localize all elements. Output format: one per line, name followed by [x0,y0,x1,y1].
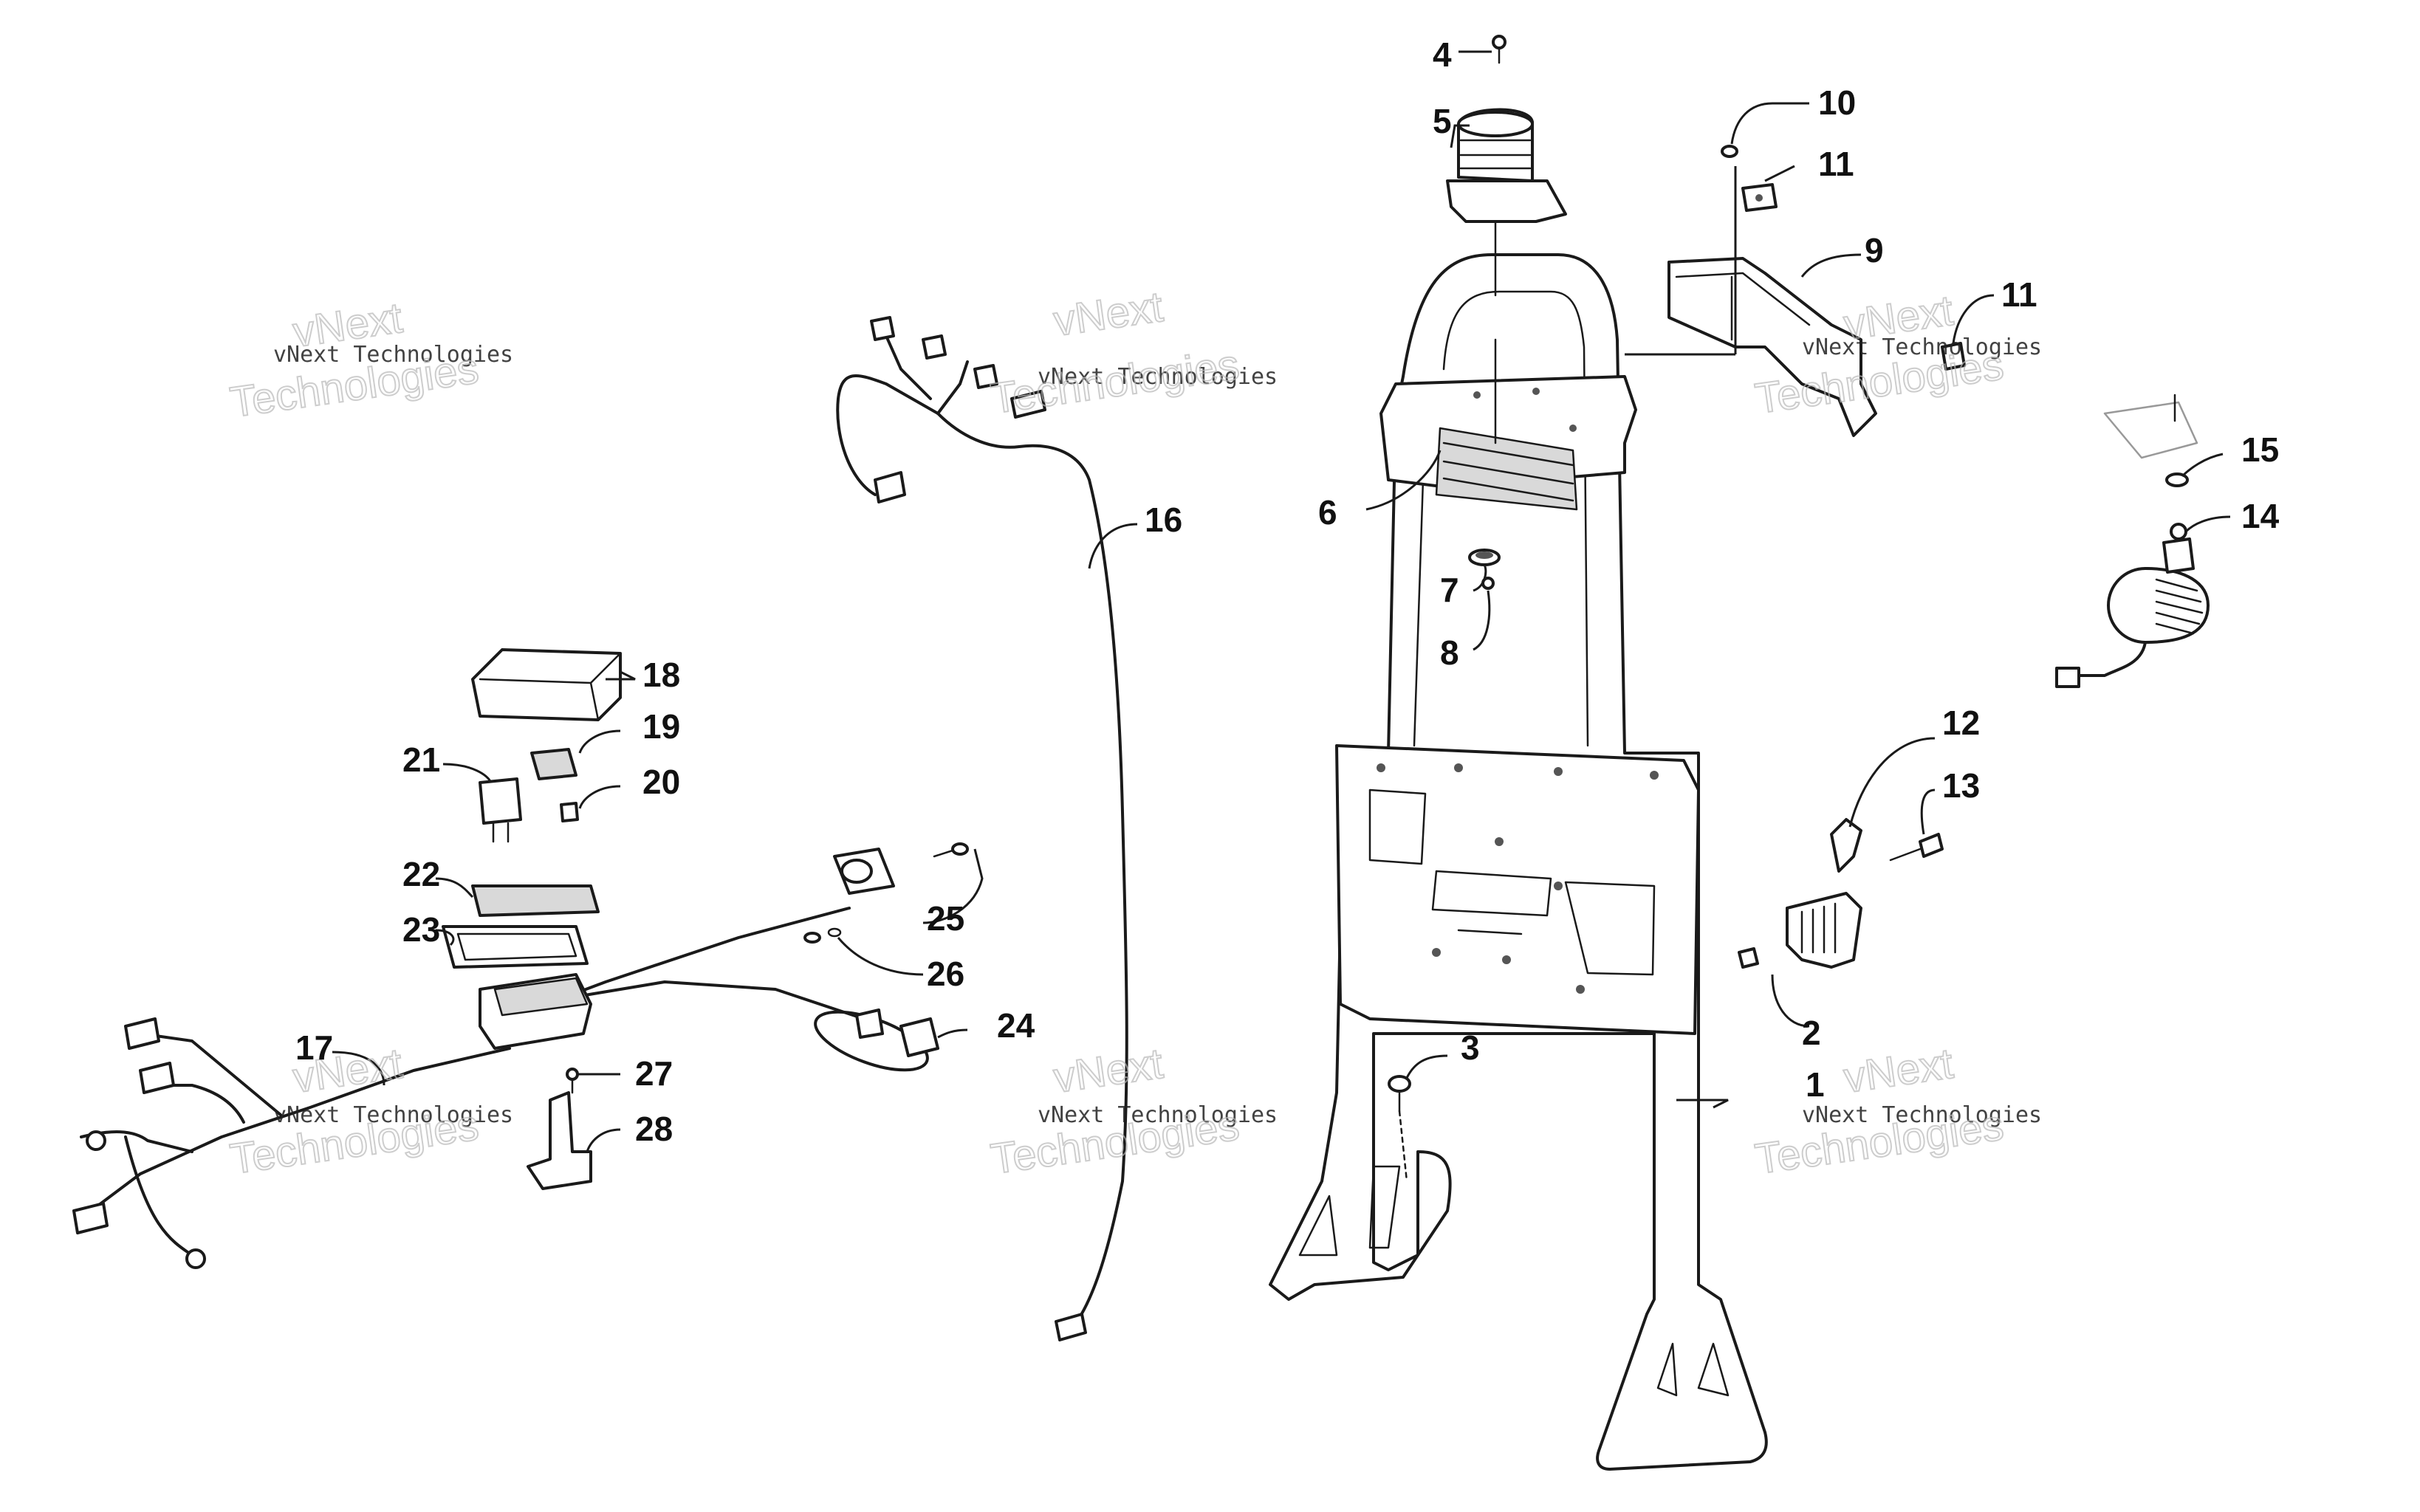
washer [2165,472,2189,487]
fuse-box-base [479,973,592,1050]
outlet-nut [803,927,842,944]
callout-3: 3 [1461,1028,1480,1067]
svg-text:vNext Technologies: vNext Technologies [273,1102,513,1128]
callout-15: 15 [2241,430,2279,469]
callout-17: 17 [295,1028,333,1067]
callouts: 1 2 3 4 5 6 7 8 9 10 11 11 12 13 14 15 1… [295,35,2280,1148]
callout-25: 25 [927,899,964,938]
callout-2: 2 [1802,1014,1821,1052]
callout-14: 14 [2241,497,2280,535]
outlet-screw [933,842,969,858]
power-outlet [833,848,895,895]
beacon-light [1446,108,1567,444]
callout-7: 7 [1440,571,1459,609]
callout-11a: 11 [1818,145,1854,183]
svg-text:vNext Technologies: vNext Technologies [1038,1102,1278,1128]
svg-text:vNext: vNext [1841,1040,1956,1102]
callout-4: 4 [1433,35,1452,74]
watermark-1: vNext vNext Technologies Technologies [227,293,513,427]
callout-1: 1 [1806,1065,1825,1104]
callout-6: 6 [1318,493,1337,532]
mount-bracket [1625,166,1877,437]
watermark-5: vNext vNext Technologies Technologies [987,1039,1278,1184]
grommet [1468,549,1501,566]
fuse-box-bracket [527,1091,592,1190]
clip-nut-a [1741,183,1778,212]
svg-text:vNext: vNext [1051,283,1166,346]
callout-11b: 11 [2001,275,2037,314]
callout-10: 10 [1818,83,1856,122]
flange-nut [1738,947,1759,969]
callout-22: 22 [402,855,440,893]
foot-bolt [1388,1075,1411,1183]
harness-16 [836,316,1128,1341]
horn [2055,394,2210,688]
fuse [560,802,579,822]
callout-9: 9 [1865,231,1884,269]
leader-lines [332,50,2231,1152]
svg-text:vNext Technologies: vNext Technologies [1802,334,2042,360]
callout-20: 20 [642,763,680,801]
callout-26: 26 [927,955,964,993]
callout-18: 18 [642,656,680,694]
clamp [1786,818,1862,969]
harness-17 [72,907,865,1269]
callout-5: 5 [1433,102,1452,140]
watermark-4: vNext vNext Technologies Technologies [227,1039,513,1184]
beacon-screw [1492,35,1506,64]
fuse-box-lid [471,648,622,721]
watermark-6: vNext vNext Technologies Technologies [1752,1039,2042,1184]
roll-bar-frame [1269,253,1768,1471]
callout-13: 13 [1942,766,1980,805]
relay-small [530,748,577,780]
callout-21: 21 [402,740,440,779]
svg-text:Technologies: Technologies [988,340,1242,422]
callout-24: 24 [997,1006,1035,1045]
svg-text:vNext Technologies: vNext Technologies [1038,364,1278,390]
svg-text:vNext Technologies: vNext Technologies [273,342,513,368]
clamp-bolt [1889,833,1944,862]
fuse-box-gasket [471,884,600,917]
callout-8: 8 [1440,633,1459,672]
callout-19: 19 [642,707,680,746]
screw [566,1068,579,1094]
svg-text:vNext: vNext [1051,1040,1166,1102]
relay [479,777,522,843]
callout-27: 27 [635,1054,673,1093]
accessory-connector [814,1008,939,1072]
callout-28: 28 [635,1110,673,1148]
clip-nut-b [1941,342,1966,371]
callout-16: 16 [1145,501,1182,539]
fuse-box-seal [442,925,589,969]
svg-text:vNext Technologies: vNext Technologies [1802,1102,2042,1128]
callout-23: 23 [402,910,440,949]
push-clip [1721,145,1738,158]
callout-12: 12 [1942,704,1980,742]
watermark-2: vNext vNext Technologies Technologies [987,282,1278,424]
